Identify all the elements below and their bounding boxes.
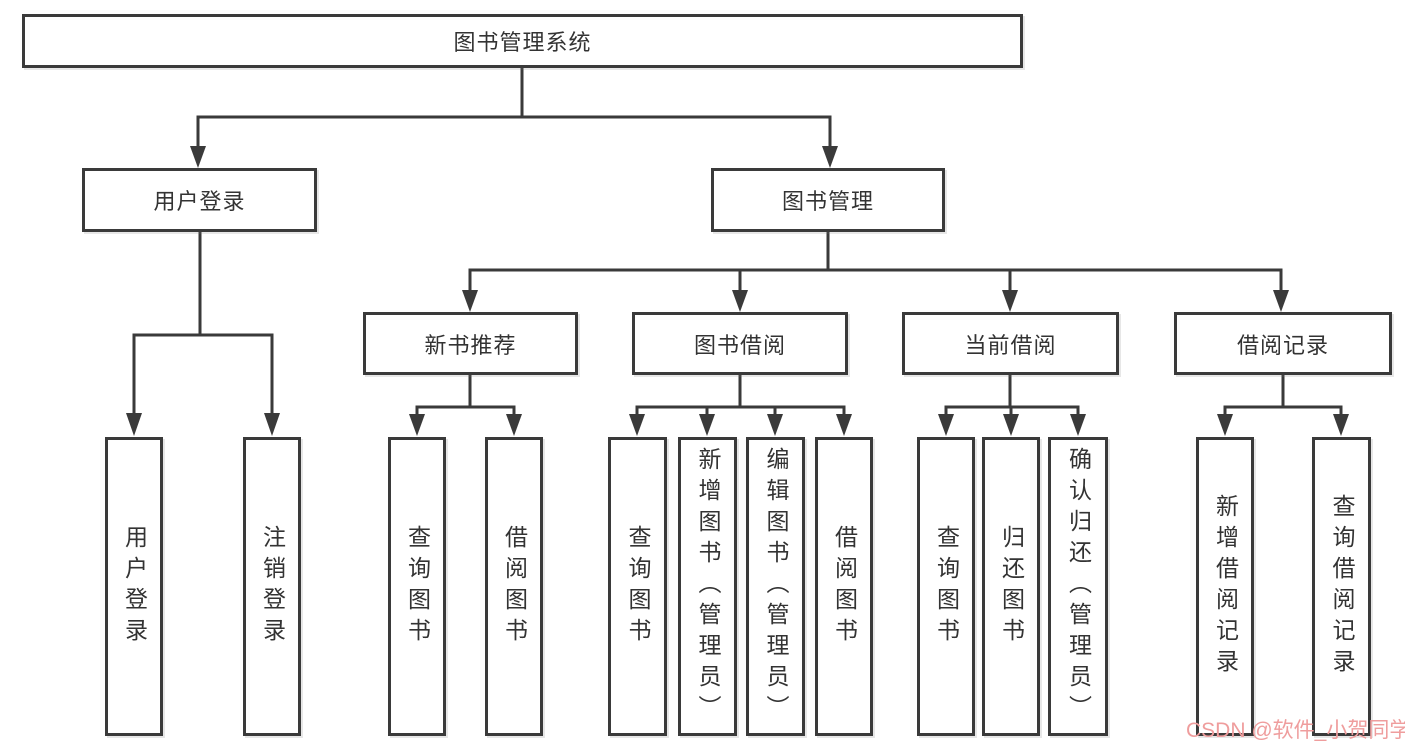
leaf-query-borrow-record: 查询借阅记录 bbox=[1312, 437, 1371, 736]
node-borrow-records: 借阅记录 bbox=[1174, 312, 1392, 375]
node-book-borrow-label: 图书借阅 bbox=[693, 332, 786, 358]
leaf-query-book-recommend: 查询图书 bbox=[388, 437, 446, 736]
leaf-borrow-book-label: 借阅图书 bbox=[831, 524, 858, 649]
node-library-system: 图书管理系统 bbox=[22, 14, 1023, 68]
leaf-borrow-book: 借阅图书 bbox=[815, 437, 873, 736]
leaf-logout-login-label: 注销登录 bbox=[259, 524, 286, 649]
leaf-user-login-label: 用户登录 bbox=[121, 524, 148, 649]
leaf-return-book-label: 归还图书 bbox=[998, 524, 1025, 649]
node-book-management: 图书管理 bbox=[711, 168, 945, 232]
node-user-login-label: 用户登录 bbox=[153, 189, 246, 214]
node-new-book-recommend: 新书推荐 bbox=[363, 312, 578, 375]
leaf-add-book-admin-label: 新增图书（管理员） bbox=[695, 447, 721, 726]
node-book-borrow: 图书借阅 bbox=[632, 312, 848, 375]
leaf-borrow-book-recommend-label: 借阅图书 bbox=[501, 524, 528, 649]
leaf-query-book-current: 查询图书 bbox=[917, 437, 975, 736]
leaf-confirm-return-admin: 确认归还（管理员） bbox=[1048, 437, 1108, 736]
leaf-confirm-return-admin-label: 确认归还（管理员） bbox=[1065, 447, 1092, 726]
leaf-query-book-borrow: 查询图书 bbox=[608, 437, 667, 736]
node-current-borrow: 当前借阅 bbox=[902, 312, 1119, 375]
leaf-query-book-recommend-label: 查询图书 bbox=[404, 524, 431, 649]
node-library-system-label: 图书管理系统 bbox=[453, 30, 592, 55]
leaf-query-book-borrow-label: 查询图书 bbox=[625, 524, 651, 649]
csdn-watermark: CSDN @软件_小贺同学 bbox=[1186, 719, 1405, 742]
leaf-add-borrow-record: 新增借阅记录 bbox=[1196, 437, 1254, 736]
node-borrow-records-label: 借阅记录 bbox=[1236, 332, 1329, 358]
node-book-management-label: 图书管理 bbox=[781, 189, 874, 214]
leaf-return-book: 归还图书 bbox=[982, 437, 1040, 736]
node-new-book-recommend-label: 新书推荐 bbox=[424, 332, 517, 358]
leaf-query-borrow-record-label: 查询借阅记录 bbox=[1329, 493, 1355, 680]
leaf-borrow-book-recommend: 借阅图书 bbox=[485, 437, 543, 736]
node-current-borrow-label: 当前借阅 bbox=[964, 332, 1057, 358]
leaf-add-borrow-record-label: 新增借阅记录 bbox=[1212, 493, 1239, 680]
leaf-user-login: 用户登录 bbox=[105, 437, 163, 736]
leaf-logout-login: 注销登录 bbox=[243, 437, 301, 736]
leaf-add-book-admin: 新增图书（管理员） bbox=[678, 437, 737, 736]
leaf-edit-book-admin: 编辑图书（管理员） bbox=[746, 437, 805, 736]
leaf-edit-book-admin-label: 编辑图书（管理员） bbox=[763, 447, 789, 726]
node-user-login: 用户登录 bbox=[82, 168, 317, 232]
leaf-query-book-current-label: 查询图书 bbox=[933, 524, 960, 649]
